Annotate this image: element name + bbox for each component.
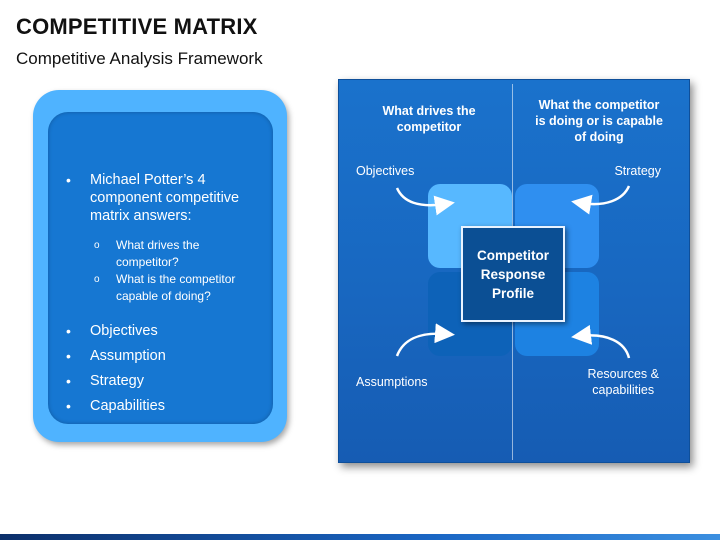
objectives-label: Objectives <box>356 164 415 178</box>
list-item: • Capabilities <box>66 397 165 415</box>
list-item-label: Strategy <box>90 373 144 389</box>
left-column-header: What drives the competitor <box>359 103 499 135</box>
curved-arrows <box>395 185 631 359</box>
right-column-header: What the competitor is doing or is capab… <box>519 97 679 145</box>
list-item-label: Capabilities <box>90 398 165 414</box>
strategy-label: Strategy <box>614 164 661 178</box>
page-title: COMPETITIVE MATRIX <box>16 14 258 39</box>
list-item: • Strategy <box>66 372 144 390</box>
bullet-icon: • <box>66 348 71 364</box>
intro-bullet: • Michael Potter’s 4 component competiti… <box>66 171 240 225</box>
page-subtitle: Competitive Analysis Framework <box>16 49 263 68</box>
sub-bullet-icon: o <box>94 240 100 251</box>
list-item: • Objectives <box>66 322 158 340</box>
sub-bullet-icon: o <box>94 274 100 285</box>
header-line: of doing <box>574 130 624 144</box>
curved-arrow-icon <box>395 187 455 216</box>
list-item-label: Assumption <box>90 348 166 364</box>
curved-arrow-icon <box>395 323 455 357</box>
intro-line: matrix answers: <box>90 208 192 224</box>
sub-bullet-line: capable of doing? <box>116 289 211 303</box>
curved-arrow-icon <box>571 185 631 215</box>
sub-bullet-line: competitor? <box>116 255 179 269</box>
center-profile-box: Competitor Response Profile <box>461 226 565 322</box>
header-line: competitor <box>396 120 462 134</box>
header-line: What the competitor <box>538 98 660 112</box>
bullet-icon: • <box>66 373 71 389</box>
center-line: Response <box>480 266 546 282</box>
sub-bullet-line: What drives the <box>116 238 200 252</box>
center-line: Profile <box>491 285 534 301</box>
footer-bar <box>0 534 720 540</box>
sub-bullet-line: What is the competitor <box>116 272 236 286</box>
bullet-icon: • <box>66 398 71 414</box>
sub-bullet: o What is the competitor capable of doin… <box>94 271 236 305</box>
list-item: • Assumption <box>66 347 166 365</box>
curved-arrow-icon <box>571 324 631 359</box>
intro-line: component competitive <box>90 190 240 206</box>
resources-label: Resources & capabilities <box>587 366 659 398</box>
competitive-matrix: What drives the competitor What the comp… <box>338 79 690 463</box>
center-line: Competitor <box>477 247 549 263</box>
resources-label-line: Resources & <box>587 367 659 381</box>
left-panel-frame: • Michael Potter’s 4 component competiti… <box>33 90 287 442</box>
resources-label-line: capabilities <box>592 383 655 397</box>
left-panel: • Michael Potter’s 4 component competiti… <box>48 112 273 424</box>
bullet-icon: • <box>66 323 71 339</box>
intro-line: Michael Potter’s 4 <box>90 172 206 188</box>
assumptions-label: Assumptions <box>356 375 428 389</box>
sub-bullet: o What drives the competitor? <box>94 237 200 271</box>
center-profile-text: Competitor Response Profile <box>477 246 549 303</box>
list-item-label: Objectives <box>90 323 158 339</box>
bullet-icon: • <box>66 172 71 188</box>
header-line: is doing or is capable <box>535 114 663 128</box>
header-line: What drives the <box>382 104 476 118</box>
